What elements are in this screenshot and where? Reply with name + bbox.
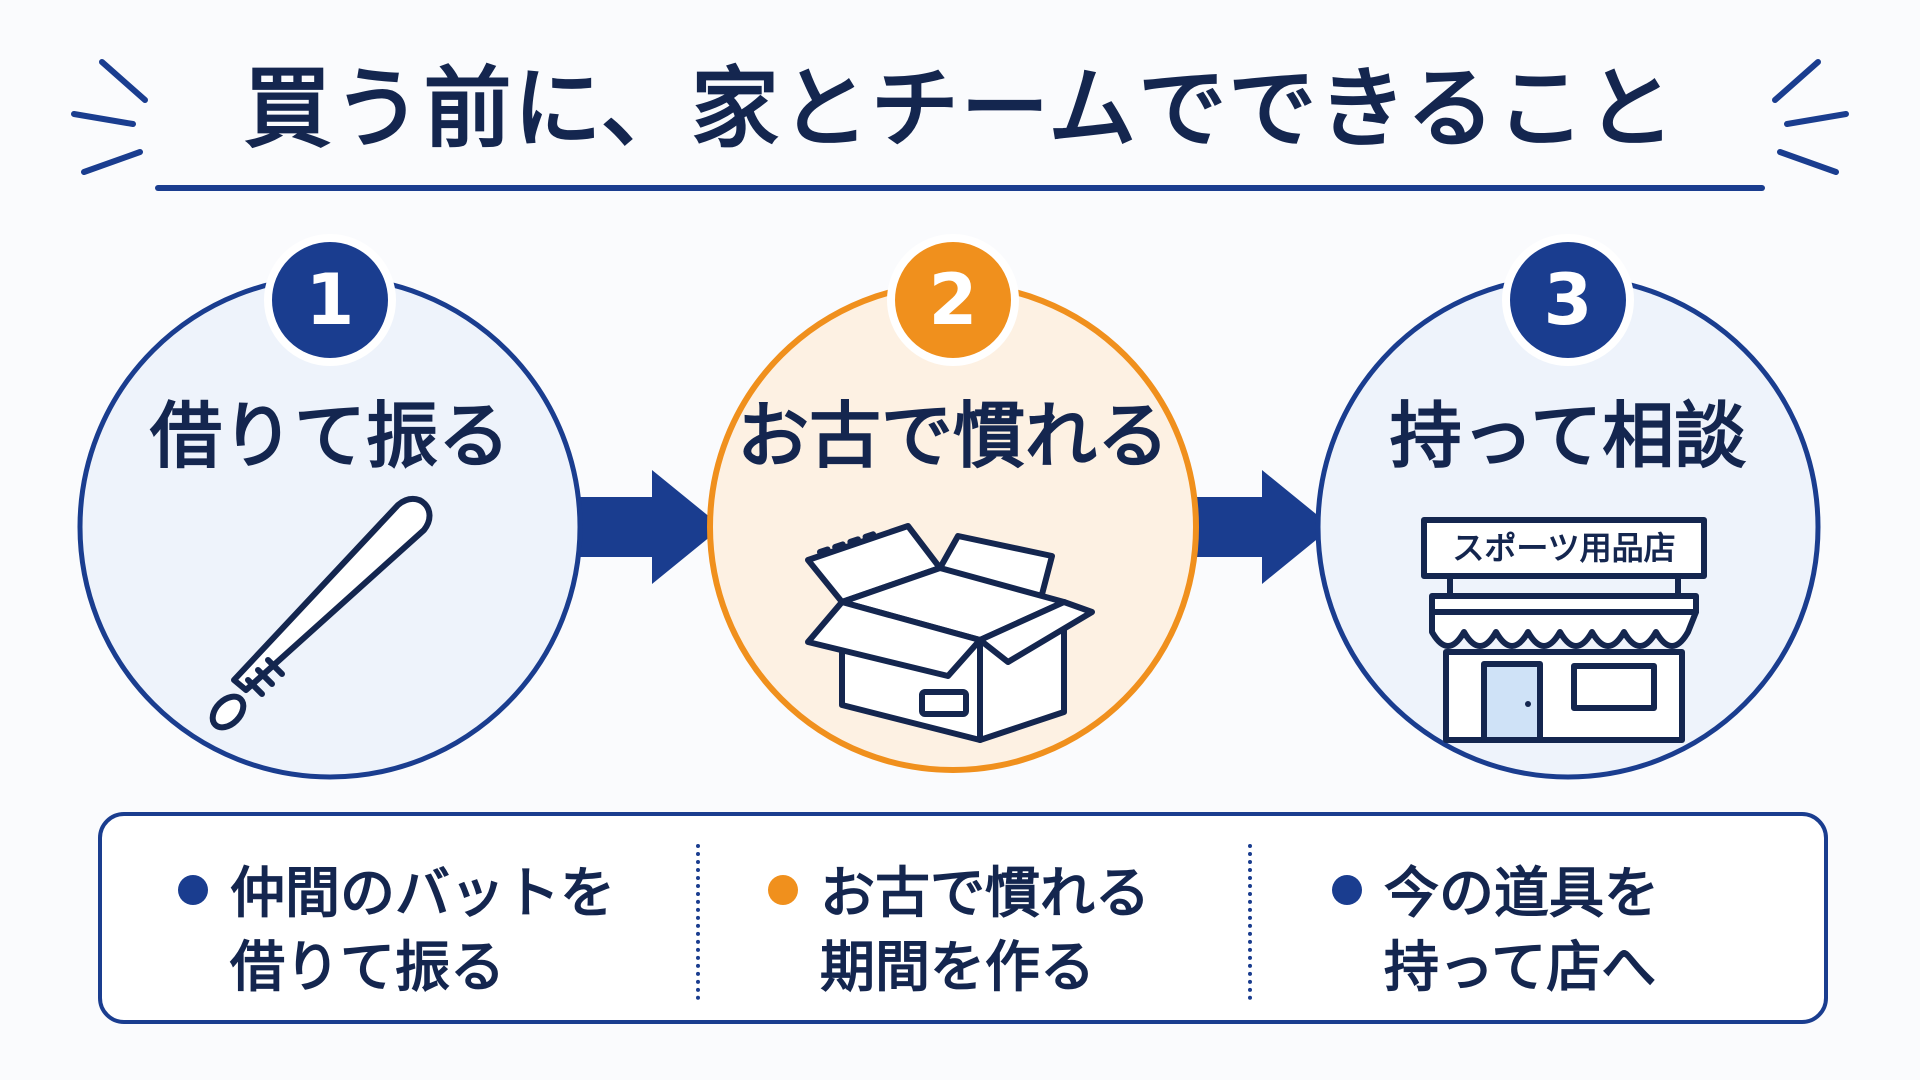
tip-3-line-1: 今の道具を (1384, 861, 1660, 925)
step-number-1: 1 (305, 259, 355, 341)
tip-divider (696, 844, 700, 1000)
step-title-1: 借りて振る (149, 394, 510, 478)
bullet-dot-icon (1332, 875, 1362, 905)
title-underline (155, 185, 1765, 191)
page-title: 買う前に、家とチームでできること (243, 57, 1677, 160)
tip-2-line-2: 期間を作る (820, 935, 1096, 999)
open-box-icon (805, 523, 1095, 743)
bullet-dot-icon (768, 875, 798, 905)
store-sign-text: スポーツ用品店 (1452, 529, 1676, 567)
tip-divider (1248, 844, 1252, 1000)
store-window (1571, 663, 1657, 711)
step-title-2: お古で慣れる (736, 394, 1169, 478)
step-title-3: 持って相談 (1389, 394, 1747, 478)
store-sign (1421, 517, 1707, 579)
step-badge-2 (887, 234, 1019, 366)
bullet-dot-icon (178, 875, 208, 905)
step-badge-1 (264, 234, 396, 366)
step-badge-3 (1502, 234, 1634, 366)
sparkle-lines-left-icon (71, 59, 148, 175)
tip-1-line-1: 仲間のバットを (230, 861, 616, 925)
store-door (1481, 661, 1543, 743)
tip-2-line-1: お古で慣れる (820, 861, 1151, 925)
tip-1-line-2: 借りて振る (230, 935, 506, 999)
arrow-right-icon (578, 470, 722, 584)
step-number-2: 2 (928, 259, 978, 341)
baseball-bat-icon (209, 496, 433, 731)
sports-store-icon (1421, 517, 1707, 743)
step-number-3: 3 (1543, 259, 1593, 341)
sparkle-lines-right-icon (1772, 59, 1849, 175)
tip-3-line-2: 持って店へ (1384, 935, 1657, 999)
arrow-right-icon (1190, 470, 1332, 584)
tips-panel: 仲間のバットを 借りて振る お古で慣れる 期間を作る 今の道具を 持って店へ (98, 812, 1828, 1024)
